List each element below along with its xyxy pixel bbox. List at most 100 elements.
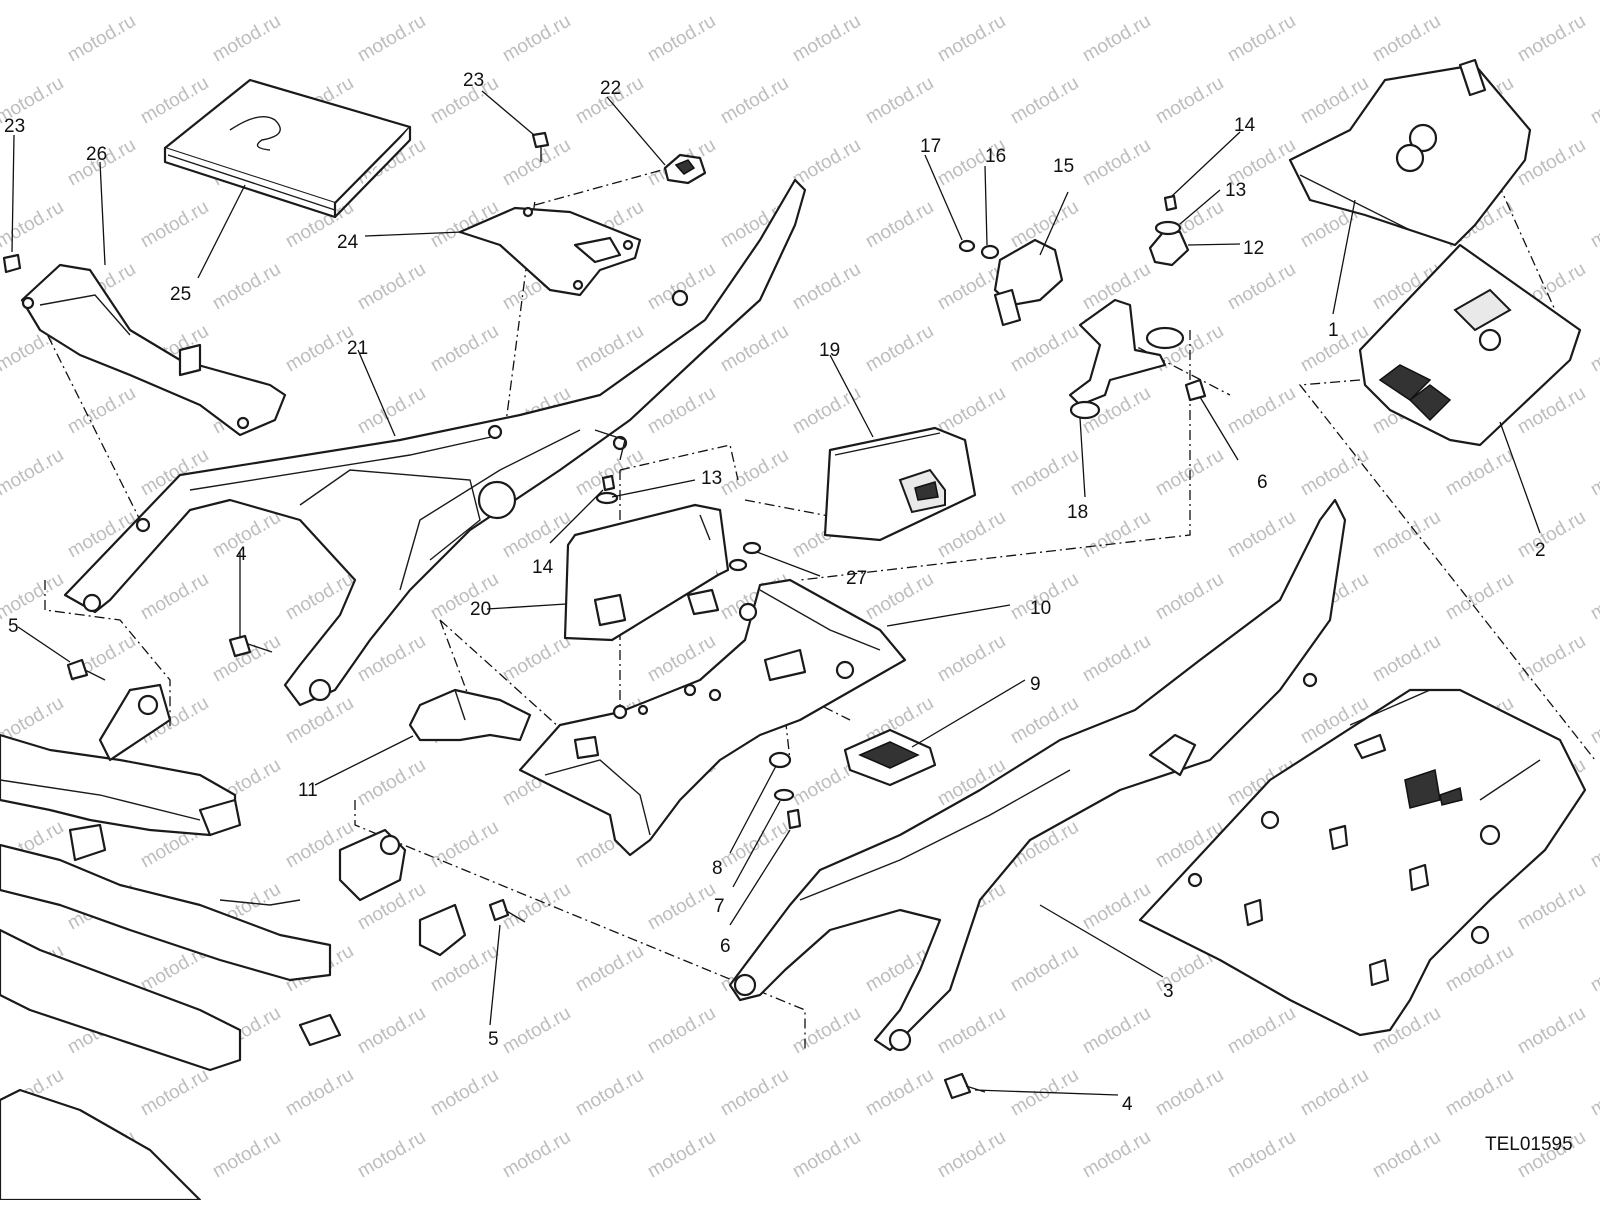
watermark-text: motod.ru bbox=[1079, 11, 1154, 67]
callout-6-right: 6 bbox=[1257, 472, 1268, 493]
watermark-text: motod.ru bbox=[1152, 1065, 1227, 1121]
watermark-text: motod.ru bbox=[354, 1127, 429, 1183]
watermark-text: motod.ru bbox=[0, 197, 67, 253]
watermark-text: motod.ru bbox=[934, 383, 1009, 439]
watermark-text: motod.ru bbox=[572, 941, 647, 997]
watermark-text: motod.ru bbox=[572, 1065, 647, 1121]
watermark-text: motod.ru bbox=[1587, 1065, 1600, 1121]
callout-15: 15 bbox=[1053, 156, 1074, 177]
callout-5-top: 5 bbox=[8, 616, 19, 637]
watermark-text: motod.ru bbox=[1007, 0, 1082, 4]
watermark-text: motod.ru bbox=[354, 755, 429, 811]
watermark-text: motod.ru bbox=[499, 11, 574, 67]
watermark-text: motod.ru bbox=[1442, 445, 1517, 501]
watermark-text: motod.ru bbox=[499, 507, 574, 563]
watermark-text: motod.ru bbox=[1587, 197, 1600, 253]
callout-4-right: 4 bbox=[1122, 1094, 1133, 1115]
watermark-text: motod.ru bbox=[1442, 941, 1517, 997]
watermark-text: motod.ru bbox=[0, 445, 67, 501]
watermark-text: motod.ru bbox=[1224, 1003, 1299, 1059]
watermark-text: motod.ru bbox=[282, 1065, 357, 1121]
watermark-text: motod.ru bbox=[789, 135, 864, 191]
watermark-text: motod.ru bbox=[1007, 445, 1082, 501]
watermark-text: motod.ru bbox=[862, 0, 937, 4]
watermark-text: motod.ru bbox=[1587, 693, 1600, 749]
watermark-text: motod.ru bbox=[1297, 445, 1372, 501]
callout-2: 2 bbox=[1535, 540, 1546, 561]
watermark-text: motod.ru bbox=[137, 197, 212, 253]
watermark-text: motod.ru bbox=[1442, 569, 1517, 625]
watermark-text: motod.ru bbox=[717, 1065, 792, 1121]
watermark-text: motod.ru bbox=[354, 259, 429, 315]
watermark-text: motod.ru bbox=[1369, 1127, 1444, 1183]
watermark-text: motod.ru bbox=[1587, 941, 1600, 997]
callout-17: 17 bbox=[920, 136, 941, 157]
watermark-text: motod.ru bbox=[1079, 631, 1154, 687]
watermark-text: motod.ru bbox=[934, 1003, 1009, 1059]
callout-25: 25 bbox=[170, 284, 191, 305]
callout-4-left: 4 bbox=[236, 544, 247, 565]
callout-26: 26 bbox=[86, 144, 107, 165]
watermark-text: motod.ru bbox=[137, 569, 212, 625]
callout-13-left: 13 bbox=[701, 468, 722, 489]
watermark-text: motod.ru bbox=[282, 0, 357, 4]
callout-1: 1 bbox=[1328, 320, 1339, 341]
part-10-tray bbox=[518, 578, 907, 857]
watermark-text: motod.ru bbox=[1587, 321, 1600, 377]
part-11-shield bbox=[408, 688, 532, 742]
main-frame bbox=[0, 683, 467, 1202]
watermark-text: motod.ru bbox=[1152, 0, 1227, 4]
watermark-text: motod.ru bbox=[862, 321, 937, 377]
callout-13-right: 13 bbox=[1225, 180, 1246, 201]
watermark-text: motod.ru bbox=[862, 73, 937, 129]
watermark-text: motod.ru bbox=[1514, 507, 1589, 563]
watermark-text: motod.ru bbox=[1587, 569, 1600, 625]
callout-19: 19 bbox=[819, 340, 840, 361]
watermark-text: motod.ru bbox=[1079, 879, 1154, 935]
part-20-control-unit bbox=[563, 503, 730, 642]
callout-7: 7 bbox=[714, 896, 725, 917]
part-4-bolt-right bbox=[943, 1072, 986, 1100]
watermark-text: motod.ru bbox=[1007, 321, 1082, 377]
watermark-text: motod.ru bbox=[1297, 1065, 1372, 1121]
part-9-pad bbox=[843, 728, 937, 787]
callout-5-bottom: 5 bbox=[488, 1029, 499, 1050]
watermark-text: motod.ru bbox=[1587, 445, 1600, 501]
part-22-grommet bbox=[663, 153, 707, 185]
watermark-text: motod.ru bbox=[1514, 1003, 1589, 1059]
part-19-battery bbox=[823, 426, 977, 542]
watermark-text: motod.ru bbox=[644, 259, 719, 315]
callout-24: 24 bbox=[337, 232, 359, 253]
watermark-text: motod.ru bbox=[1152, 73, 1227, 129]
watermark-text: motod.ru bbox=[209, 259, 284, 315]
watermark-text: motod.ru bbox=[1079, 507, 1154, 563]
watermark-text: motod.ru bbox=[644, 1127, 719, 1183]
part-25-manual bbox=[163, 78, 412, 219]
watermark-text: motod.ru bbox=[209, 1127, 284, 1183]
watermark-text: motod.ru bbox=[1297, 0, 1372, 4]
callout-14-left: 14 bbox=[532, 557, 554, 578]
watermark-text: motod.ru bbox=[1369, 11, 1444, 67]
watermark-text: motod.ru bbox=[789, 1003, 864, 1059]
watermark-text: motod.ru bbox=[354, 1003, 429, 1059]
callout-23-mid: 23 bbox=[463, 70, 484, 91]
watermark-text: motod.ru bbox=[499, 1127, 574, 1183]
watermark-text: motod.ru bbox=[717, 445, 792, 501]
watermark-text: motod.ru bbox=[1442, 0, 1517, 4]
watermark-text: motod.ru bbox=[1224, 1127, 1299, 1183]
watermark-text: motod.ru bbox=[717, 73, 792, 129]
watermark-text: motod.ru bbox=[1224, 11, 1299, 67]
callout-10: 10 bbox=[1030, 598, 1051, 619]
watermark-text: motod.ru bbox=[1587, 817, 1600, 873]
watermark-text: motod.ru bbox=[1152, 569, 1227, 625]
watermark-text: motod.ru bbox=[789, 259, 864, 315]
watermark-text: motod.ru bbox=[1514, 11, 1589, 67]
leader-lines bbox=[11, 90, 1541, 1096]
watermark-text: motod.ru bbox=[644, 879, 719, 935]
watermark-text: motod.ru bbox=[427, 0, 502, 4]
watermark-text: motod.ru bbox=[1007, 73, 1082, 129]
watermark-text: motod.ru bbox=[1079, 1003, 1154, 1059]
callout-20: 20 bbox=[470, 599, 491, 620]
